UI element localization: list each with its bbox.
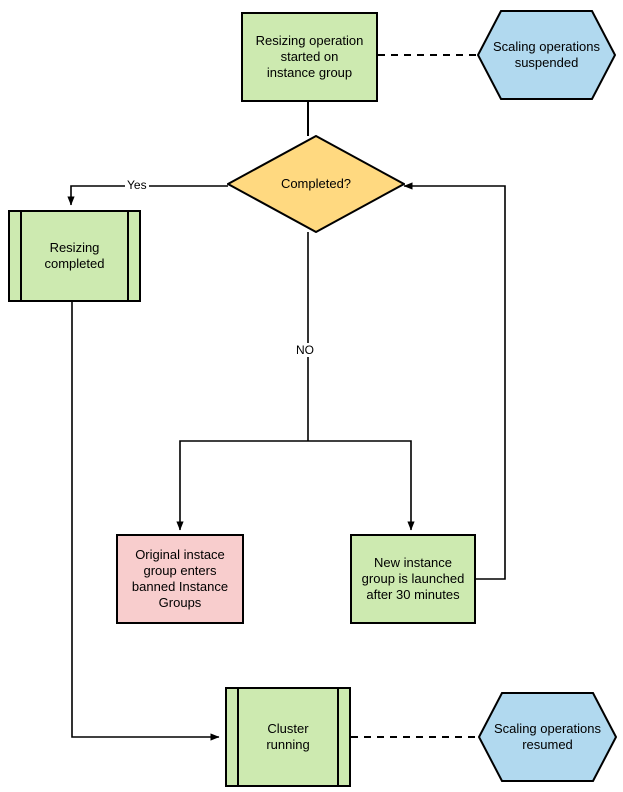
node-new-instance-group[interactable]: New instance group is launched after 30 … (350, 534, 476, 624)
edge-resizing-completed-to-cluster (71, 302, 220, 741)
edge-new-group-loop-back (403, 182, 506, 580)
subroutine-bar-left (237, 689, 239, 785)
node-resizing-started[interactable]: Resizing operation started on instance g… (241, 12, 378, 102)
node-banned-instance-groups[interactable]: Original instace group enters banned Ins… (116, 534, 244, 624)
node-completed-decision-label: Completed? (280, 176, 352, 191)
hexagon-shape (478, 692, 617, 782)
node-scaling-resumed-label: Scaling operations resumed (494, 721, 601, 752)
node-scaling-suspended[interactable]: Scaling operations suspended (477, 10, 616, 100)
subroutine-bar-right (127, 212, 129, 300)
node-cluster-running[interactable]: Cluster running (225, 687, 351, 787)
node-resizing-completed-label: Resizing completed (44, 240, 105, 271)
node-completed-decision[interactable]: Completed? (227, 135, 405, 233)
node-scaling-resumed[interactable]: Scaling operations resumed (478, 692, 617, 782)
node-banned-instance-groups-label: Original instace group enters banned Ins… (131, 547, 229, 610)
diamond-shape (227, 135, 405, 233)
node-cluster-running-label: Cluster running (266, 721, 310, 752)
edge-decision-yes (67, 185, 228, 206)
edge-no-split-left (176, 440, 308, 531)
edge-no-split-right (308, 440, 415, 531)
node-resizing-started-label: Resizing operation started on instance g… (255, 33, 364, 80)
subroutine-bar-left (20, 212, 22, 300)
node-resizing-completed[interactable]: Resizing completed (8, 210, 141, 302)
edge-label-yes: Yes (125, 178, 149, 192)
node-new-instance-group-label: New instance group is launched after 30 … (361, 555, 465, 602)
hexagon-shape (477, 10, 616, 100)
subroutine-bar-right (337, 689, 339, 785)
node-scaling-suspended-label: Scaling operations suspended (493, 39, 600, 70)
edge-label-no: NO (294, 343, 316, 357)
